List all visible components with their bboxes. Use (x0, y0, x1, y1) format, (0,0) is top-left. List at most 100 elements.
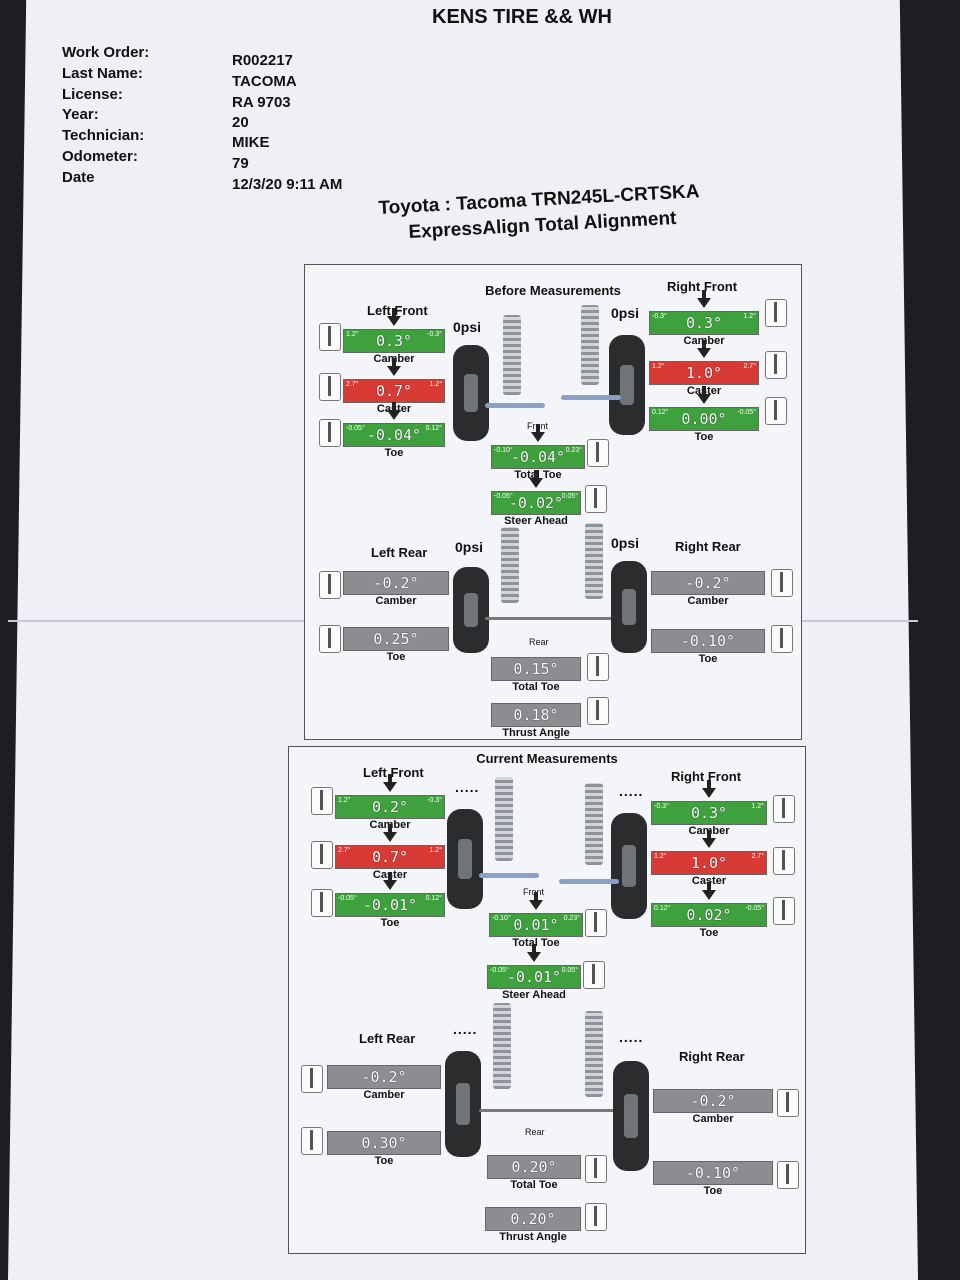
measurement-caption: Toe (698, 653, 718, 665)
left-front-caster-gauge: 2.7° 1.2° 0.7° Caster (343, 358, 445, 415)
left-front-caster-gauge: 2.7° 1.2° 0.7° Caster (335, 824, 445, 881)
toe-icon (319, 625, 341, 653)
toe-icon (777, 1161, 799, 1189)
toe-icon (311, 889, 333, 917)
measurement-value: 0.7° (375, 382, 413, 400)
license-value: RA 9703 (232, 94, 291, 111)
arrow-down-icon (387, 358, 401, 376)
measurement-caption: Camber (692, 1113, 734, 1125)
range-high: 2.7° (751, 853, 764, 860)
strut-icon (585, 1011, 603, 1097)
range-low: 1.2° (654, 853, 667, 860)
measurement-caption: Total Toe (512, 937, 560, 949)
range-low: -0.10° (494, 447, 513, 454)
measurement-value: 0.18° (513, 706, 559, 724)
technician-label: Technician: (62, 127, 145, 144)
right-rear-label: Right Rear (679, 1049, 745, 1064)
camber-icon (771, 569, 793, 597)
front-steer-ahead-gauge: -0.05° 0.05° -0.02° Steer Ahead (491, 470, 581, 527)
arrow-down-icon (697, 340, 711, 358)
camber-icon (319, 571, 341, 599)
range-low: -0.10° (492, 915, 511, 922)
left-rear-toe-gauge: 0.25° Toe (343, 627, 449, 663)
arrow-down-icon (531, 424, 545, 442)
left-front-toe-gauge: -0.05° 0.12° -0.04° Toe (343, 402, 445, 459)
measurement-value: 0.3° (685, 314, 723, 332)
toe-icon (765, 397, 787, 425)
shop-name: KENS TIRE && WH (432, 6, 612, 28)
range-low: 1.2° (652, 363, 665, 370)
left-rear-psi: 0psi (455, 539, 484, 555)
caster-icon (319, 373, 341, 401)
left-rear-toe-gauge: 0.30° Toe (327, 1131, 441, 1167)
toe-icon (771, 625, 793, 653)
range-high: 0.05° (561, 967, 578, 974)
left-front-psi: 0psi (453, 319, 482, 335)
measurement-caption: Toe (374, 1155, 394, 1167)
measurement-value: -0.2° (361, 1068, 407, 1086)
tire-icon (445, 1051, 481, 1157)
range-low: 2.7° (346, 381, 359, 388)
measurement-value: 0.25° (373, 630, 419, 648)
measurement-value: 0.00° (681, 410, 727, 428)
measurement-value: 1.0° (685, 364, 723, 382)
strut-icon (581, 305, 599, 385)
right-front-label: Right Front (667, 279, 738, 294)
measurement-caption: Steer Ahead (502, 989, 566, 1001)
caster-icon (765, 351, 787, 379)
steering-wheel-icon (583, 961, 605, 989)
measurement-value: 0.2° (371, 798, 409, 816)
vehicle-top-icon (587, 697, 609, 725)
range-high: 1.2° (743, 313, 756, 320)
camber-icon (319, 323, 341, 351)
range-low: 0.12° (654, 905, 671, 912)
measurement-caption: Toe (694, 431, 714, 443)
arrow-down-icon (383, 872, 397, 890)
measurement-caption: Toe (384, 447, 404, 459)
rear-thrust-angle-gauge: 0.20° Thrust Angle (485, 1207, 581, 1243)
range-high: 0.05° (561, 493, 578, 500)
tire-icon (613, 1061, 649, 1171)
toe-icon (319, 419, 341, 447)
control-arm-icon (561, 395, 621, 400)
right-front-toe-gauge: 0.12° -0.05° 0.00° Toe (649, 386, 759, 443)
measurement-value: -0.02° (508, 494, 564, 512)
right-rear-psi: 0psi (611, 535, 640, 551)
toe-icon (301, 1127, 323, 1155)
strut-icon (495, 777, 513, 861)
measurement-value: 0.15° (513, 660, 559, 678)
measurement-value: -0.01° (506, 968, 562, 986)
measurement-value: 0.02° (686, 906, 732, 924)
left-front-psi: ..... (455, 779, 480, 795)
tire-icon (611, 813, 647, 919)
camber-icon (301, 1065, 323, 1093)
strut-icon (493, 1003, 511, 1089)
front-label: Front (523, 887, 545, 897)
left-rear-psi: ..... (453, 1021, 478, 1037)
range-low: -0.05° (490, 967, 509, 974)
measurement-value: -0.10° (685, 1164, 741, 1182)
measurement-value: -0.01° (362, 896, 418, 914)
work-order-value: R002217 (232, 52, 293, 69)
measurement-value: -0.10° (680, 632, 736, 650)
measurement-caption: Caster (691, 875, 727, 887)
left-front-label: Left Front (363, 765, 424, 780)
measurement-value: 0.7° (371, 848, 409, 866)
range-low: 1.2° (338, 797, 351, 804)
odometer-label: Odometer: (62, 148, 138, 165)
left-front-camber-gauge: 1.2° -0.3° 0.2° Camber (335, 774, 445, 831)
measurement-caption: Toe (699, 927, 719, 939)
measurement-caption: Toe (386, 651, 406, 663)
arrow-down-icon (702, 882, 716, 900)
vehicle-top-icon (585, 1203, 607, 1231)
right-rear-psi: ..... (619, 1029, 644, 1045)
left-rear-camber-gauge: -0.2° Camber (343, 571, 449, 607)
range-high: 1.2° (429, 847, 442, 854)
camber-icon (777, 1089, 799, 1117)
toe-icon (773, 897, 795, 925)
arrow-down-icon (697, 386, 711, 404)
right-front-camber-gauge: -0.3° 1.2° 0.3° Camber (649, 290, 759, 347)
measurement-caption: Camber (375, 595, 417, 607)
camber-icon (773, 795, 795, 823)
rear-label: Rear (529, 637, 549, 647)
